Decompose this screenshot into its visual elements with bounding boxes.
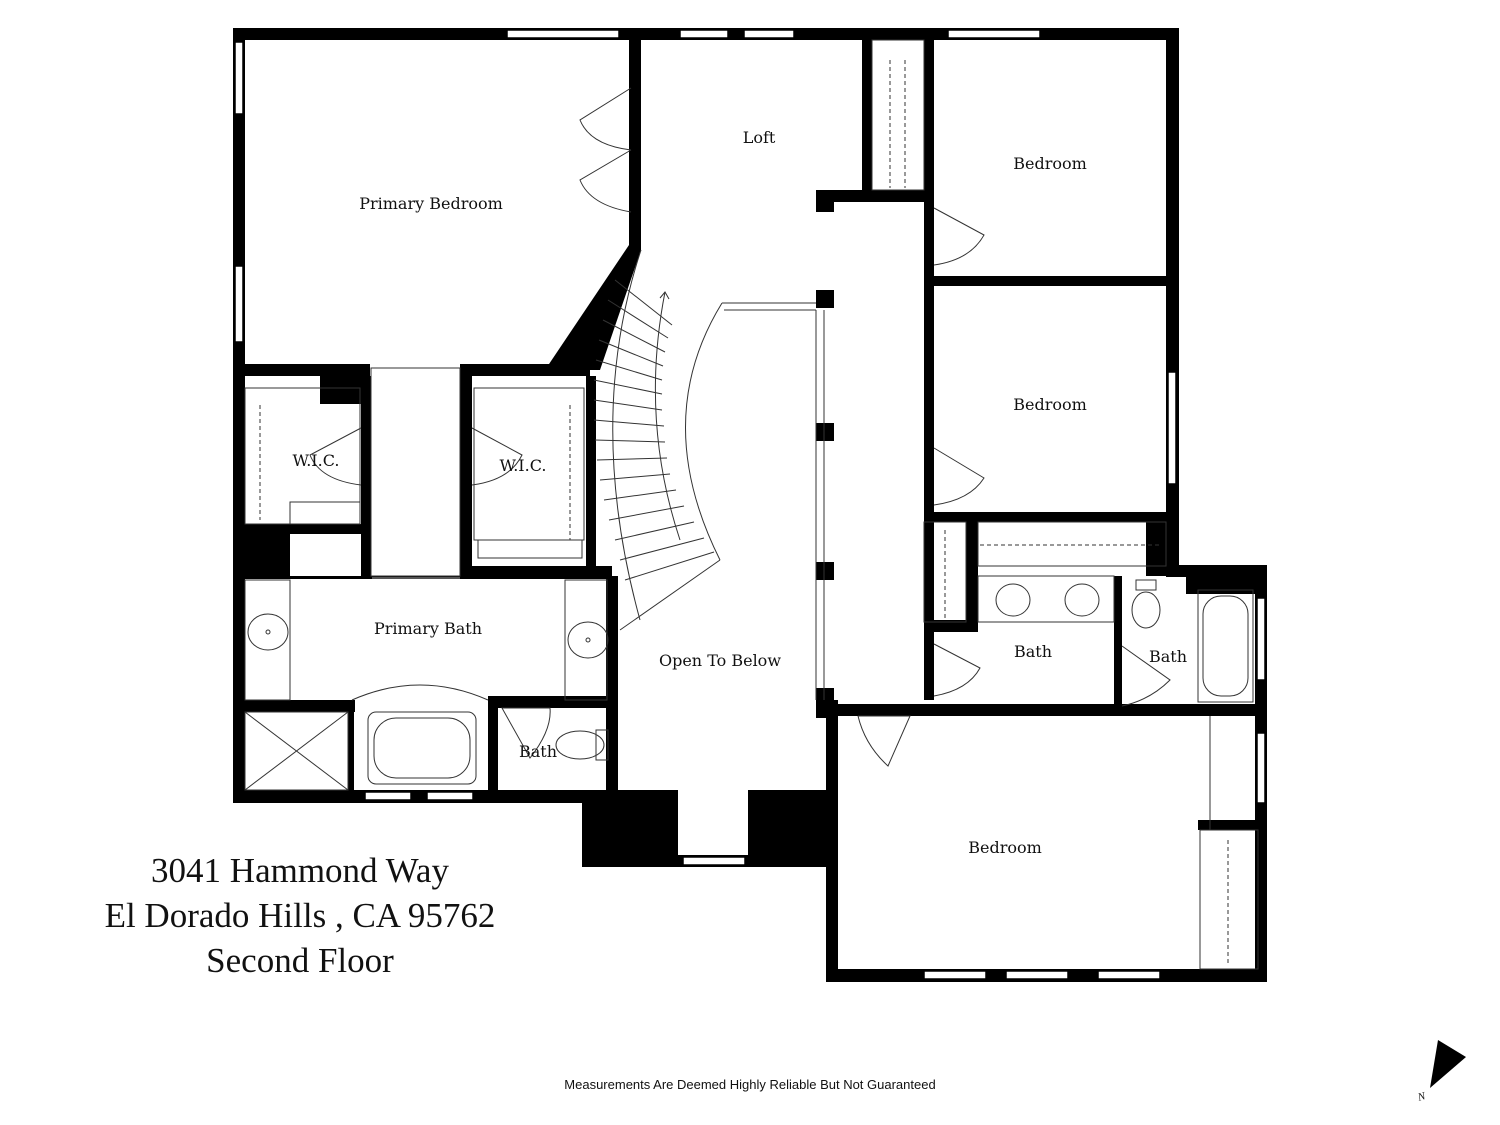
room-wic-1: W.I.C. bbox=[293, 451, 340, 470]
room-labels: Primary Bedroom Loft Bedroom Bedroom Bed… bbox=[293, 128, 1187, 857]
windows bbox=[234, 29, 1266, 980]
address-line-1: 3041 Hammond Way bbox=[151, 851, 449, 890]
address-block: 3041 Hammond Way El Dorado Hills , CA 95… bbox=[50, 848, 550, 983]
address-line-2: El Dorado Hills , CA 95762 bbox=[104, 896, 496, 935]
room-open-to-below: Open To Below bbox=[659, 651, 781, 670]
compass-label: N bbox=[1416, 1090, 1428, 1104]
room-bedroom-3: Bedroom bbox=[968, 838, 1042, 857]
room-loft: Loft bbox=[743, 128, 776, 147]
room-primary-bath: Primary Bath bbox=[374, 619, 482, 638]
north-arrow-icon bbox=[1430, 1040, 1466, 1088]
address-line-3: Second Floor bbox=[206, 941, 394, 980]
disclaimer: Measurements Are Deemed Highly Reliable … bbox=[564, 1077, 936, 1092]
room-primary-bedroom: Primary Bedroom bbox=[359, 194, 503, 213]
interior-walls bbox=[245, 40, 1266, 830]
room-bath-2: Bath bbox=[1149, 647, 1187, 666]
exterior-walls bbox=[233, 28, 1267, 982]
room-bath-3: Bath bbox=[519, 742, 557, 761]
compass: N bbox=[1416, 1040, 1466, 1104]
room-bedroom-2: Bedroom bbox=[1013, 395, 1087, 414]
room-bedroom-1: Bedroom bbox=[1013, 154, 1087, 173]
room-bath-1: Bath bbox=[1014, 642, 1052, 661]
room-wic-2: W.I.C. bbox=[500, 456, 547, 475]
fixtures-lines bbox=[244, 39, 1259, 970]
